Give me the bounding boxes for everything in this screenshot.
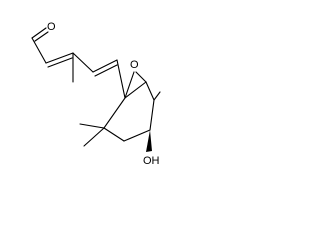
ring-bond-3 xyxy=(149,99,155,131)
ring-bond-2 xyxy=(145,81,155,101)
ring-bond-5 xyxy=(103,127,125,142)
bond-c1-c2 xyxy=(31,37,47,64)
hydroxyl-wedge-bond xyxy=(146,130,152,152)
gem-methyl-bond-1 xyxy=(79,123,105,129)
aldehyde-carbonyl-bond xyxy=(31,27,49,42)
double-bond-c4-c5 xyxy=(92,59,118,77)
molecule-diagram: O O OH xyxy=(31,21,161,167)
epoxide-oxygen-label: O xyxy=(130,59,139,71)
double-bond-c2-c3 xyxy=(45,52,74,68)
ring-bond-4 xyxy=(123,129,151,142)
bond-c3-c4 xyxy=(72,52,94,73)
gem-methyl-bond-2 xyxy=(83,127,105,147)
aldehyde-oxygen-label: O xyxy=(47,21,56,33)
ring-bond-1 xyxy=(124,81,147,99)
ring-bond-6 xyxy=(103,97,126,129)
structure-canvas: O O OH xyxy=(0,0,164,204)
epoxide-bond-a xyxy=(124,71,135,99)
methyl-bond-epoxide xyxy=(153,91,161,101)
bond-chain-ring xyxy=(116,59,126,99)
hydroxyl-label: OH xyxy=(143,155,160,167)
epoxide-bond-b xyxy=(135,71,147,83)
